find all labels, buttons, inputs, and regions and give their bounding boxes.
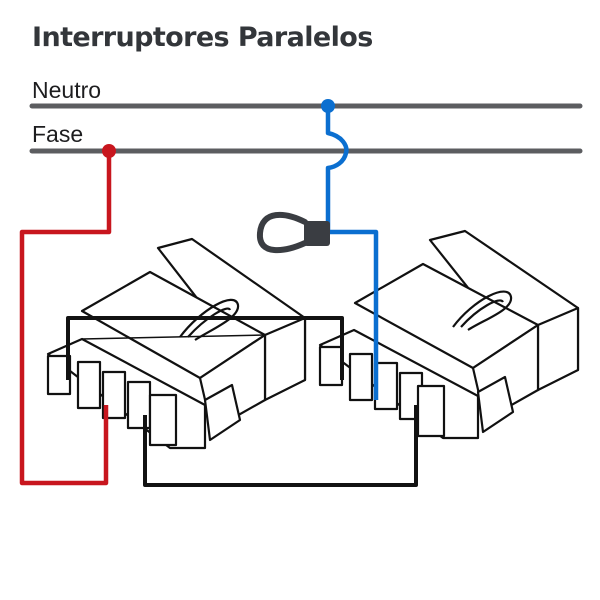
switch-left [46, 237, 307, 450]
traveler-wire-bottom [143, 405, 418, 487]
lamp-icon [256, 211, 330, 254]
diagram-title: Interruptores Paralelos [32, 22, 373, 53]
neutral-label: Neutro [32, 77, 102, 103]
neutral-wire [325, 106, 349, 232]
neutral-junction-dot [321, 99, 335, 113]
phase-wire [19, 151, 112, 486]
lamp-to-switch-wire [328, 229, 379, 400]
switch-right [318, 229, 580, 440]
phase-label: Fase [32, 121, 84, 147]
phase-junction-dot [102, 144, 116, 158]
traveler-wire-top [66, 316, 344, 380]
